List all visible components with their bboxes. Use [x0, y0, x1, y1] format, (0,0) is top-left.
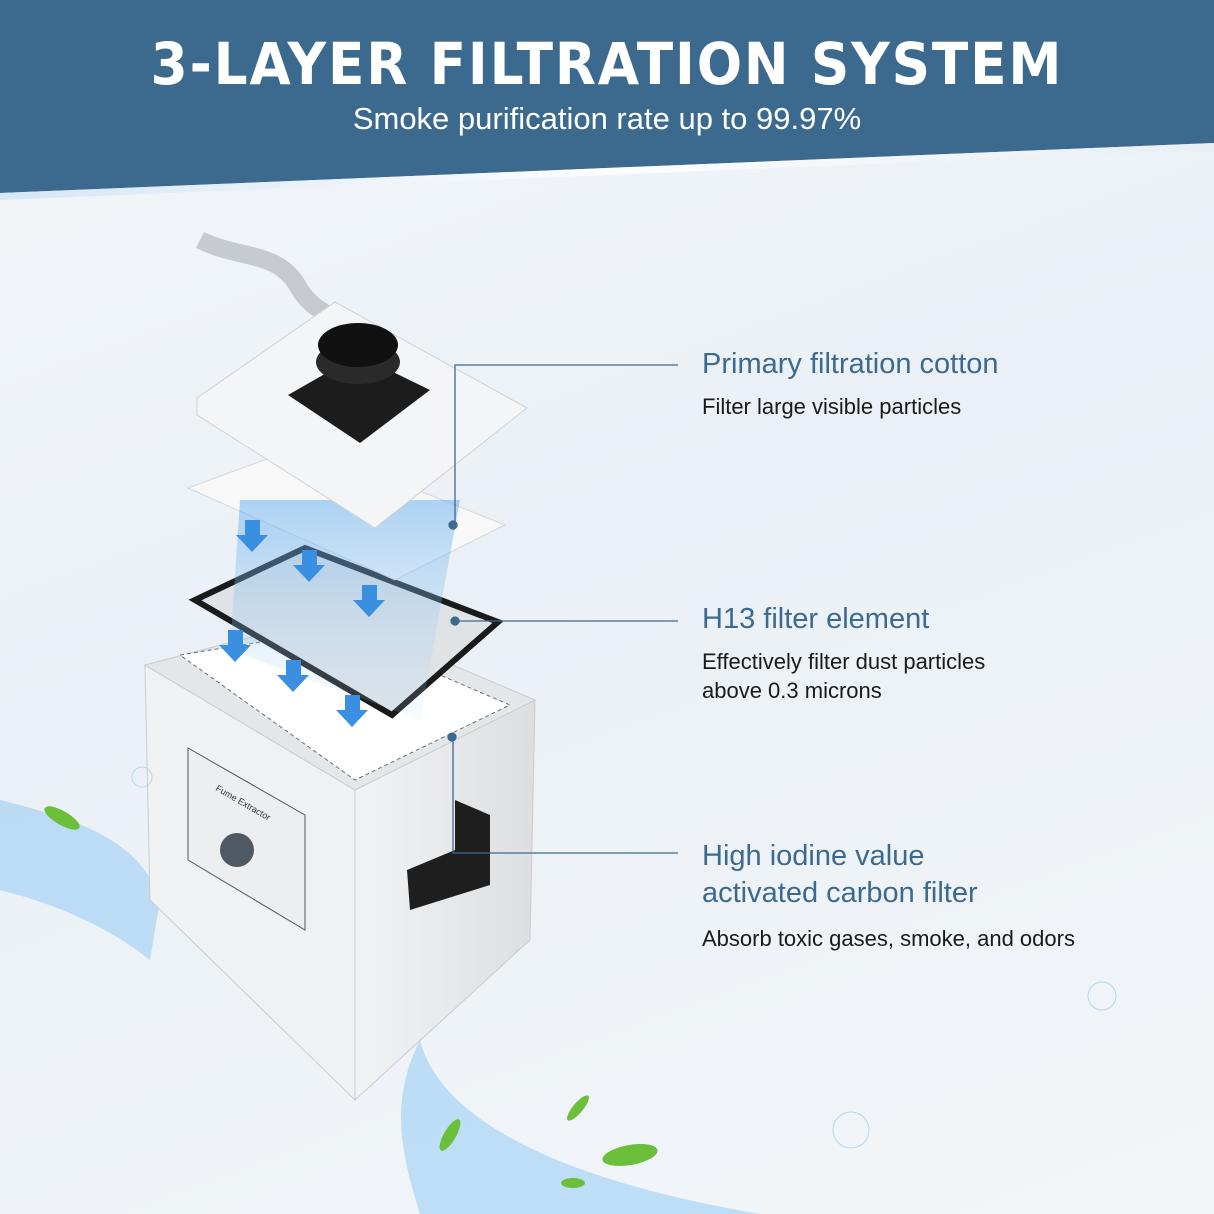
- top-lid: [196, 301, 528, 529]
- callout-title: Primary filtration cotton: [702, 348, 999, 380]
- header-banner: 3-LAYER FILTRATION SYSTEM Smoke purifica…: [0, 0, 1214, 200]
- callout-h13-filter: H13 filter element Effectively filter du…: [702, 601, 985, 705]
- callout-title: H13 filter element: [702, 603, 930, 635]
- callout-lines: [447, 364, 678, 854]
- handle: [407, 800, 490, 910]
- page-title: 3-LAYER FILTRATION SYSTEM: [150, 30, 1064, 98]
- leaf-icon: [44, 806, 658, 1188]
- callout-carbon-filter: High iodine value activated carbon filte…: [702, 838, 1075, 953]
- airflow-left: [0, 800, 160, 960]
- callout-description: Absorb toxic gases, smoke, and odors: [702, 926, 1075, 951]
- callout-title: High iodine value: [702, 840, 925, 872]
- callout-description: above 0.3 microns: [702, 678, 882, 703]
- callout-title: activated carbon filter: [702, 877, 978, 909]
- page-subtitle: Smoke purification rate up to 99.97%: [352, 101, 862, 136]
- airflow-arrows-icon: [219, 520, 385, 727]
- airflow-bottom: [401, 1040, 760, 1214]
- callout-primary-cotton: Primary filtration cotton Filter large v…: [702, 346, 999, 421]
- unit-body: Fume Extractor: [143, 614, 537, 1102]
- control-knob: [220, 833, 254, 867]
- bubble-icon: [131, 766, 1117, 1149]
- callout-description: Filter large visible particles: [702, 394, 962, 419]
- callout-description: Effectively filter dust particles: [702, 649, 986, 674]
- header-background: [0, 0, 1214, 200]
